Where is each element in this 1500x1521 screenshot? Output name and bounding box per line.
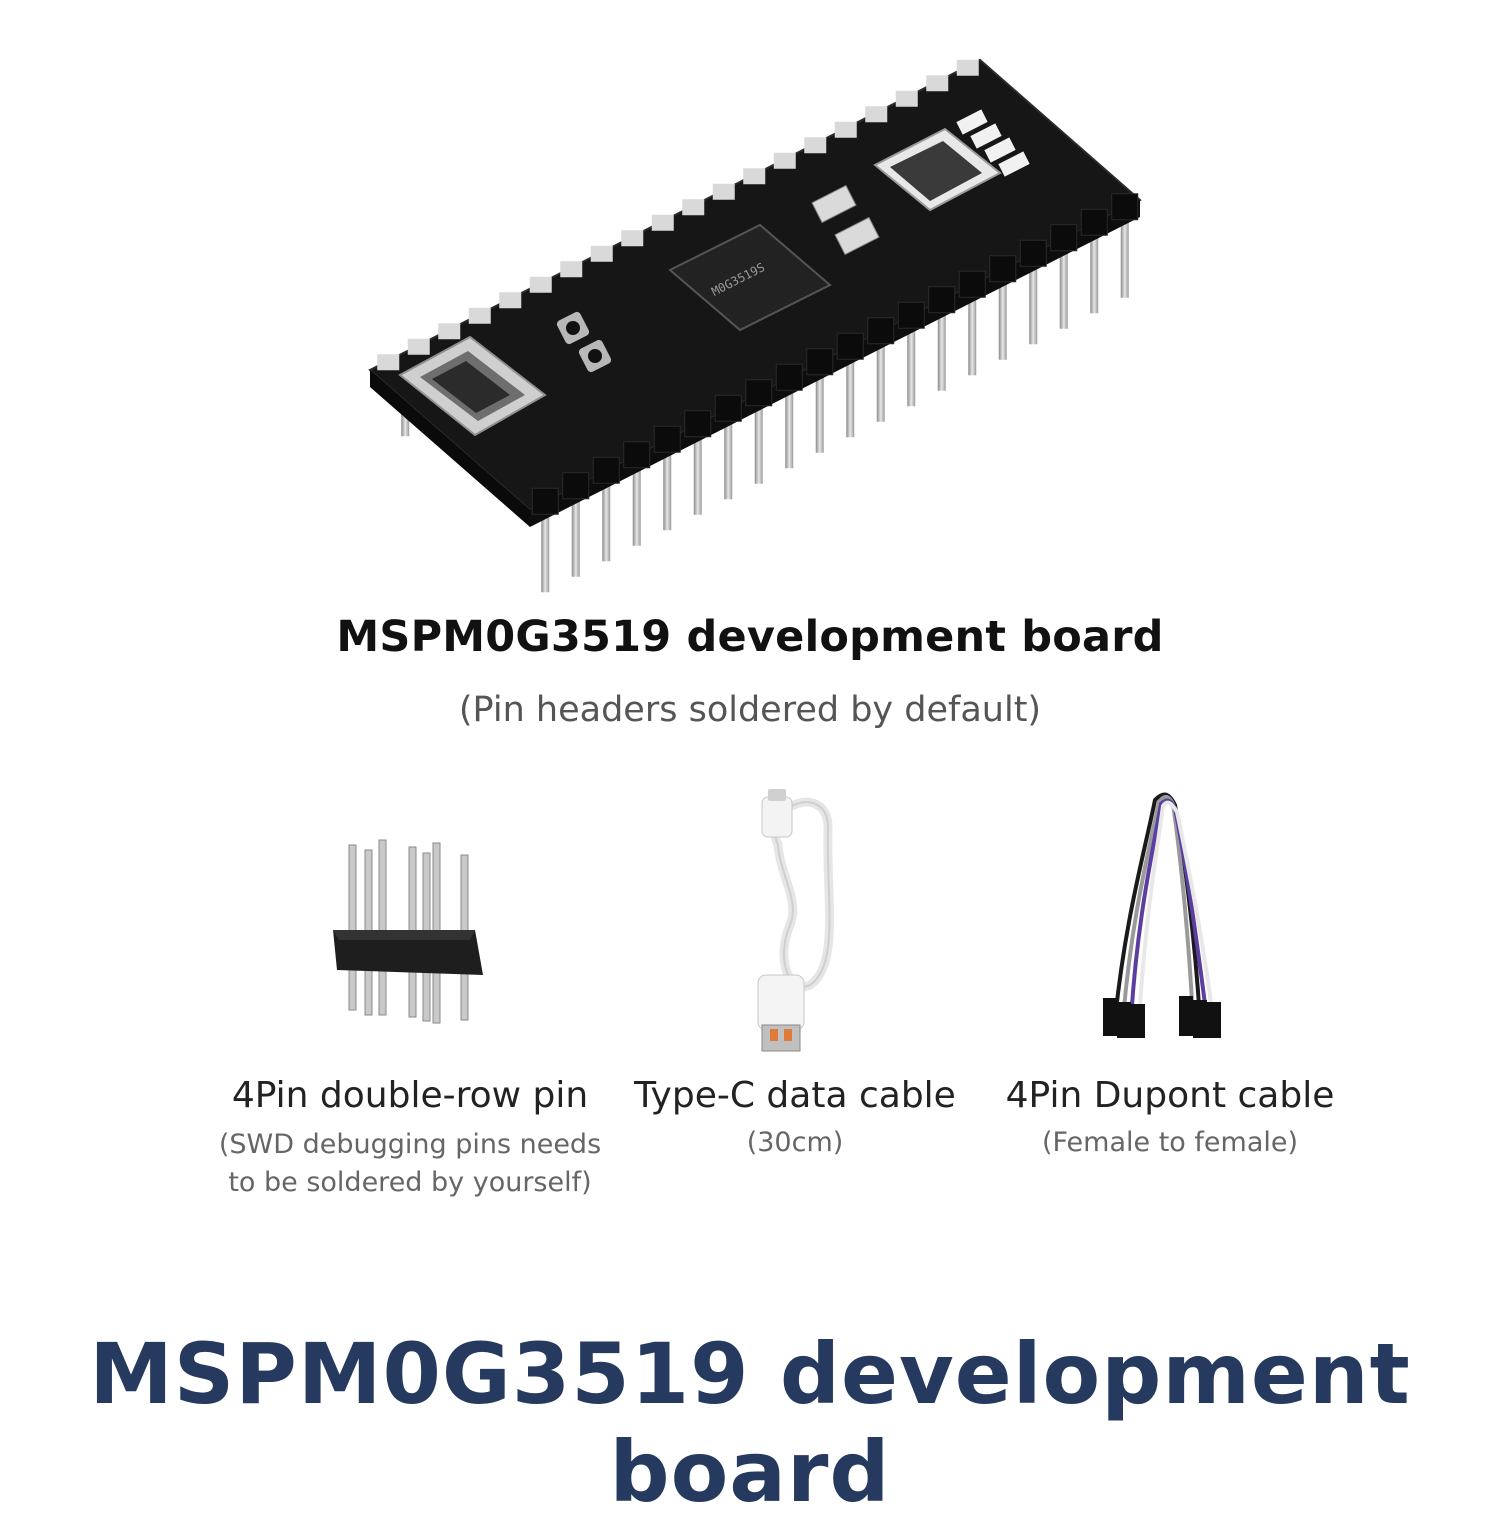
header-block bbox=[897, 301, 925, 329]
type-c-cable-image bbox=[740, 785, 850, 1055]
usb-c-port bbox=[398, 335, 547, 437]
accessory-pin-note-line2: to be soldered by yourself) bbox=[228, 1167, 592, 1198]
solder-pad bbox=[926, 75, 949, 92]
crystal-icon bbox=[834, 216, 880, 256]
header-block bbox=[836, 332, 864, 360]
solder-pad bbox=[529, 276, 552, 293]
solder-pad bbox=[712, 183, 735, 200]
header-pin bbox=[815, 362, 824, 453]
solder-pad bbox=[895, 90, 918, 107]
header-block bbox=[623, 441, 651, 469]
header-pin bbox=[663, 440, 672, 531]
header-pin bbox=[541, 502, 550, 593]
solder-pad bbox=[590, 245, 613, 262]
header-pin bbox=[998, 269, 1007, 360]
development-board-image: M0G3519S bbox=[360, 55, 1150, 615]
accessory-cable-note: (30cm) bbox=[746, 1127, 844, 1158]
solder-pad bbox=[651, 214, 674, 231]
header-pin bbox=[1090, 223, 1099, 314]
header-pin bbox=[1059, 238, 1068, 329]
header-pin bbox=[724, 409, 733, 500]
accessory-dupont-title: 4Pin Dupont cable bbox=[1005, 1075, 1335, 1116]
header-pin bbox=[907, 316, 916, 407]
solder-pad bbox=[468, 307, 491, 324]
accessory-pin-title: 4Pin double-row pin bbox=[231, 1075, 589, 1116]
header-block bbox=[1019, 239, 1047, 267]
solder-pad bbox=[621, 230, 644, 247]
accessory-dupont-note: (Female to female) bbox=[1041, 1127, 1299, 1158]
header-pin bbox=[1120, 207, 1129, 298]
header-block bbox=[562, 472, 590, 500]
solder-pad bbox=[865, 106, 888, 123]
header-block bbox=[867, 317, 895, 345]
header-pin bbox=[632, 455, 641, 546]
header-block bbox=[1080, 208, 1108, 236]
solder-pad bbox=[438, 323, 461, 340]
header-block bbox=[745, 379, 773, 407]
header-pin bbox=[602, 471, 611, 562]
accessory-pin-note: (SWD debugging pins needs to be soldered… bbox=[200, 1126, 620, 1202]
mcu-chip: M0G3519S bbox=[668, 223, 832, 332]
header-pin bbox=[1029, 254, 1038, 345]
header-pin bbox=[876, 331, 885, 422]
header-block bbox=[684, 410, 712, 438]
header-block bbox=[958, 270, 986, 298]
accessory-pin-note-line1: (SWD debugging pins needs bbox=[218, 1129, 602, 1160]
solder-pad bbox=[407, 338, 430, 355]
header-block bbox=[775, 363, 803, 391]
header-block bbox=[806, 348, 834, 376]
solder-pad bbox=[377, 354, 400, 371]
solder-pad bbox=[834, 121, 857, 138]
header-block bbox=[989, 255, 1017, 283]
solder-pad bbox=[804, 137, 827, 154]
header-pin bbox=[937, 300, 946, 391]
header-pin bbox=[968, 285, 977, 376]
solder-pad bbox=[773, 152, 796, 169]
header-pin bbox=[571, 486, 580, 577]
header-pin bbox=[846, 347, 855, 438]
header-block bbox=[592, 456, 620, 484]
dupont-cable-image bbox=[1095, 790, 1225, 1040]
solder-pad bbox=[956, 59, 979, 76]
header-block bbox=[653, 425, 681, 453]
product-title: MSPM0G3519 development board bbox=[336, 612, 1164, 662]
solder-pad bbox=[682, 199, 705, 216]
solder-pad bbox=[499, 292, 522, 309]
banner-title: MSPM0G3519 development board bbox=[89, 1325, 1411, 1521]
header-pin bbox=[754, 393, 763, 484]
header-block bbox=[714, 394, 742, 422]
header-block bbox=[1111, 193, 1139, 221]
pin-header-image bbox=[325, 835, 495, 1035]
header-pin bbox=[785, 378, 794, 469]
product-subtitle: (Pin headers soldered by default) bbox=[458, 690, 1042, 730]
header-block bbox=[531, 487, 559, 515]
solder-pad bbox=[560, 261, 583, 278]
header-block bbox=[1050, 224, 1078, 252]
header-pin bbox=[693, 424, 702, 515]
crystal-icon bbox=[811, 184, 857, 224]
header-block bbox=[928, 286, 956, 314]
accessory-cable-title: Type-C data cable bbox=[634, 1075, 956, 1116]
solder-pad bbox=[743, 168, 766, 185]
